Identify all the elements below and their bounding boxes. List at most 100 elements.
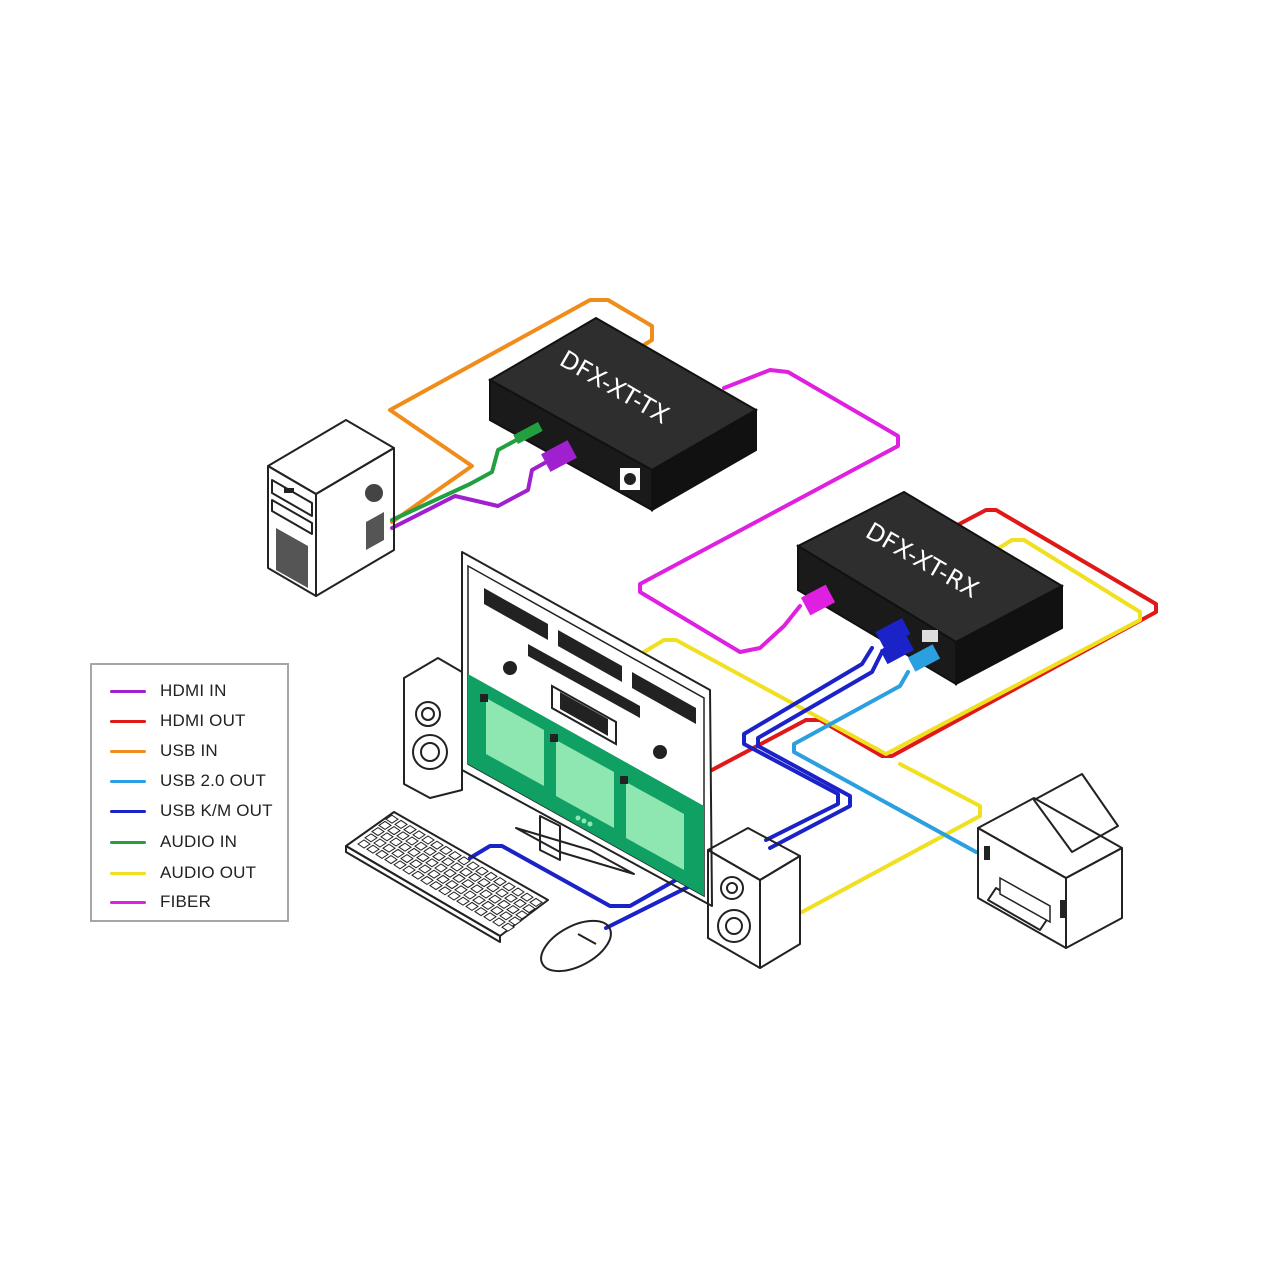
legend-label: USB K/M OUT [160,801,273,820]
keyboard-key [427,869,441,879]
legend-swatch [110,809,146,813]
keyboard-key [439,845,453,856]
keyboard-key [445,879,459,890]
keyboard [345,811,549,943]
right-speaker [707,827,801,969]
legend-item-usb-km-out: USB K/M OUT [110,800,273,822]
keyboard-key [393,860,407,870]
keyboard-key [495,888,509,898]
keyboard-key [385,814,399,824]
keyboard-key [441,857,455,867]
cable-usb-km-out-a [742,646,874,842]
keyboard-key [486,883,500,893]
keyboard-key [380,832,394,842]
keyboard-key [418,864,432,874]
legend-label: USB 2.0 OUT [160,771,267,790]
keyboard-key [411,870,425,880]
keyboard-key [429,880,443,891]
keyboard-key [499,911,513,921]
keyboard-key [438,886,452,896]
legend-swatch [110,689,146,693]
pc-tower [267,419,395,597]
keyboard-key [484,871,498,882]
keyboard-key [400,853,414,864]
keyboard-key [448,850,462,861]
keyboard-key [506,904,520,915]
keyboard-key [466,861,480,871]
keyboard-key [382,843,396,853]
keyboard-key [366,844,380,854]
keyboard-key [468,872,482,883]
receiver-unit: DFX-XT-RX [795,490,1065,686]
keyboard-key [477,877,491,888]
keyboard-key [378,820,392,831]
keyboard-key [520,892,534,902]
keyboard-key [434,863,448,873]
legend-swatch [110,900,146,904]
keyboard-key [511,887,525,897]
keyboard-key [501,922,515,932]
keyboard-key [475,866,489,876]
keyboard-key [409,859,423,869]
legend-item-usb-in: USB IN [110,740,218,762]
cable-audio-out-speaker [800,762,982,914]
keyboard-key [403,824,417,835]
cable-audio-in [390,436,522,522]
keyboard-key [459,867,473,877]
keyboard-key [470,884,484,894]
legend-swatch [110,779,146,783]
keyboard-key [454,885,468,895]
keyboard-key [522,903,536,914]
keyboard-key [483,912,497,922]
keyboard-key [407,847,421,858]
cable-usb-km-keyboard [468,844,692,908]
keyboard-key [389,837,403,847]
keyboard-key [373,838,387,848]
keyboard-key [416,852,430,863]
keyboard-key [529,897,543,908]
keyboard-key [394,819,408,830]
keyboard-key [412,830,426,840]
keyboard-key [492,917,506,927]
keyboard-key [461,878,475,889]
keyboard-key [432,851,446,862]
keyboard-key [375,849,389,860]
mouse [540,919,612,973]
keyboard-key [405,836,419,846]
keyboard-key [465,901,479,912]
keyboard-key [508,916,522,926]
cable-hdmi-in [390,458,552,530]
keyboard-key [452,873,466,884]
legend-item-hdmi-in: HDMI IN [110,680,227,702]
keyboard-key [430,840,444,850]
legend-item-audio-out: AUDIO OUT [110,862,256,884]
keyboard-key [479,889,493,899]
legend-item-hdmi-out: HDMI OUT [110,710,246,732]
keyboard-key [420,875,434,886]
legend-swatch [110,840,146,844]
legend-label: FIBER [160,892,212,911]
keyboard-key [515,910,529,920]
keyboard-key [357,839,371,849]
keyboard-key [488,894,502,904]
legend: HDMI IN HDMI OUT USB IN USB 2.0 OUT USB … [90,663,289,922]
keyboard-key [398,842,412,852]
keyboard-key [497,899,511,910]
legend-label: AUDIO OUT [160,863,257,882]
keyboard-key [423,846,437,857]
legend-item-usb2-out: USB 2.0 OUT [110,770,266,792]
legend-label: HDMI OUT [160,711,246,730]
legend-item-fiber: FIBER [110,891,211,913]
keyboard-key [371,826,385,837]
keyboard-key [457,856,471,866]
keyboard-key [456,896,470,906]
keyboard-key [502,882,516,892]
cable-usb-km-mouse [604,884,692,930]
legend-swatch [110,749,146,753]
keyboard-key [447,891,461,901]
keyboard-key [384,854,398,865]
left-speaker [403,657,463,799]
keyboard-key [436,874,450,885]
cable-fiber [638,368,900,654]
